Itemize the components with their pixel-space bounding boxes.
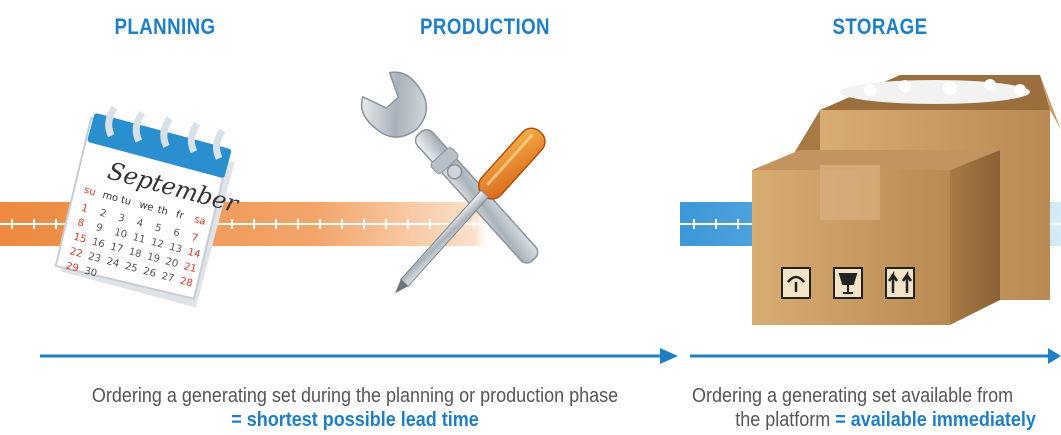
caption-left-highlight: = shortest possible lead time	[231, 409, 479, 431]
calendar-day: 10	[113, 227, 128, 241]
calendar-weekday: su	[83, 185, 97, 199]
calendar-day: 15	[72, 232, 87, 246]
calendar-weekday: tu	[120, 195, 133, 208]
heading-planning: PLANNING	[114, 14, 216, 39]
calendar-day: 13	[168, 242, 183, 256]
calendar-day: 8	[76, 217, 85, 229]
calendar-day: 19	[146, 251, 161, 265]
calendar-day: 26	[142, 266, 157, 280]
calendar-day: 27	[160, 271, 175, 285]
calendar-day: 29	[65, 261, 80, 275]
planning-production-caption: Ordering a generating set during the pla…	[40, 384, 670, 432]
arrows-up-icon	[885, 267, 915, 299]
calendar-day: 23	[87, 251, 102, 265]
calendar-weekday: fr	[175, 209, 186, 222]
heading-storage: STORAGE	[832, 14, 928, 39]
storage-caption: Ordering a generating set available from…	[692, 384, 1052, 432]
calendar-day: 25	[124, 261, 139, 275]
calendar-day: 2	[98, 208, 107, 220]
caption-right-text-1: Ordering a generating set available from	[692, 385, 1014, 407]
calendar-weekday: sa	[193, 214, 207, 228]
calendar-day: 14	[186, 247, 201, 261]
calendar-weekday: we	[138, 200, 155, 214]
calendar-weekday: mo	[101, 190, 119, 205]
calendar-day: 11	[131, 232, 146, 246]
calendar-day: 7	[190, 232, 199, 244]
storage-boxes-icon	[752, 75, 1061, 325]
calendar-day: 17	[109, 242, 124, 256]
caption-right-highlight: = available immediately	[835, 409, 1036, 431]
heading-production: PRODUCTION	[420, 14, 550, 39]
calendar-day: 28	[179, 276, 194, 290]
calendar-day: 22	[68, 246, 83, 260]
calendar-day: 24	[105, 256, 120, 270]
calendar-day: 18	[127, 246, 142, 260]
tools-icon	[360, 71, 546, 294]
calendar-day: 12	[150, 237, 165, 251]
caption-right-text-2: the platform	[735, 409, 836, 431]
caption-left-text: Ordering a generating set during the pla…	[91, 385, 619, 407]
lead-time-arrow	[40, 348, 678, 364]
calendar-day: 30	[83, 266, 98, 280]
calendar-day: 9	[95, 222, 104, 234]
calendar-weekday: th	[156, 204, 169, 217]
calendar-day: 6	[172, 227, 181, 239]
calendar-day: 21	[182, 261, 197, 275]
calendar-day: 3	[117, 213, 126, 225]
availability-arrow	[690, 348, 1061, 364]
calendar-day: 4	[135, 217, 144, 229]
calendar-day: 1	[80, 203, 89, 215]
calendar-day: 5	[154, 222, 163, 234]
calendar-day: 20	[164, 256, 179, 270]
calendar-day: 16	[91, 237, 106, 251]
